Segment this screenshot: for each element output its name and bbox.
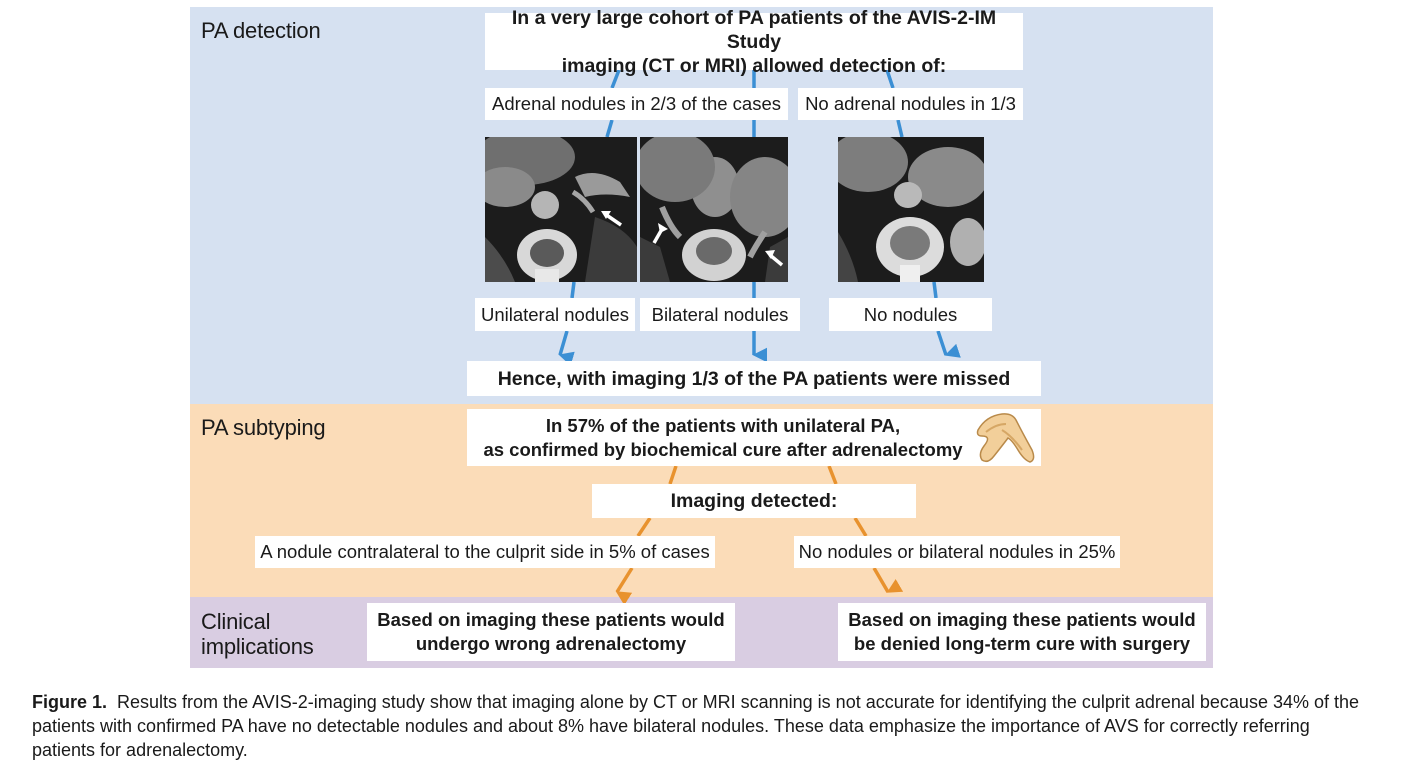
no-or-bilateral-nodules-box: No nodules or bilateral nodules in 25%	[794, 536, 1120, 568]
ct-scan-no-nodules-image	[838, 137, 984, 282]
adrenal-gland-icon	[976, 413, 1035, 463]
nodules-found-box: Adrenal nodules in 2/3 of the cases	[485, 88, 788, 120]
ct-scan-unilateral-image	[485, 137, 637, 282]
detection-header-box: In a very large cohort of PA patients of…	[485, 7, 1023, 77]
denied-cure-line1: Based on imaging these patients would	[848, 609, 1196, 630]
unilateral-label: Unilateral nodules	[475, 298, 635, 331]
detection-header-line1: In a very large cohort of PA patients of…	[511, 6, 997, 53]
wrong-adrenalectomy-line1: Based on imaging these patients would	[377, 609, 725, 630]
section-title-subtyping: PA subtyping	[201, 415, 326, 440]
no-nodules-found-box: No adrenal nodules in 1/3	[798, 88, 1023, 120]
figure-caption-label: Figure 1.	[32, 692, 108, 712]
detection-header-line2: imaging (CT or MRI) allowed detection of…	[561, 54, 947, 77]
section-title-clinical: Clinical implications	[201, 609, 314, 659]
section-title-detection: PA detection	[201, 18, 321, 43]
section-title-clinical-line2: implications	[201, 634, 314, 659]
bilateral-label: Bilateral nodules	[640, 298, 800, 331]
section-title-clinical-line1: Clinical	[201, 609, 271, 634]
subtyping-header-box: In 57% of the patients with unilateral P…	[467, 409, 1041, 466]
subtyping-header-line1: In 57% of the patients with unilateral P…	[545, 414, 901, 436]
wrong-adrenalectomy-line2: undergo wrong adrenalectomy	[415, 633, 687, 654]
detection-conclusion-box: Hence, with imaging 1/3 of the PA patien…	[467, 361, 1041, 396]
contralateral-nodule-box: A nodule contralateral to the culprit si…	[255, 536, 715, 568]
wrong-adrenalectomy-box: Based on imaging these patients would un…	[367, 603, 735, 661]
figure-caption: Figure 1. Results from the AVIS-2-imagin…	[32, 690, 1372, 762]
denied-cure-line2: be denied long-term cure with surgery	[853, 633, 1191, 654]
subtyping-header-line2: as confirmed by biochemical cure after a…	[483, 438, 963, 460]
imaging-detected-box: Imaging detected:	[592, 484, 916, 518]
figure-caption-text: Results from the AVIS-2-imaging study sh…	[32, 692, 1360, 760]
ct-scan-bilateral-image	[640, 137, 788, 282]
no-nodules-label: No nodules	[829, 298, 992, 331]
denied-cure-box: Based on imaging these patients would be…	[838, 603, 1206, 661]
